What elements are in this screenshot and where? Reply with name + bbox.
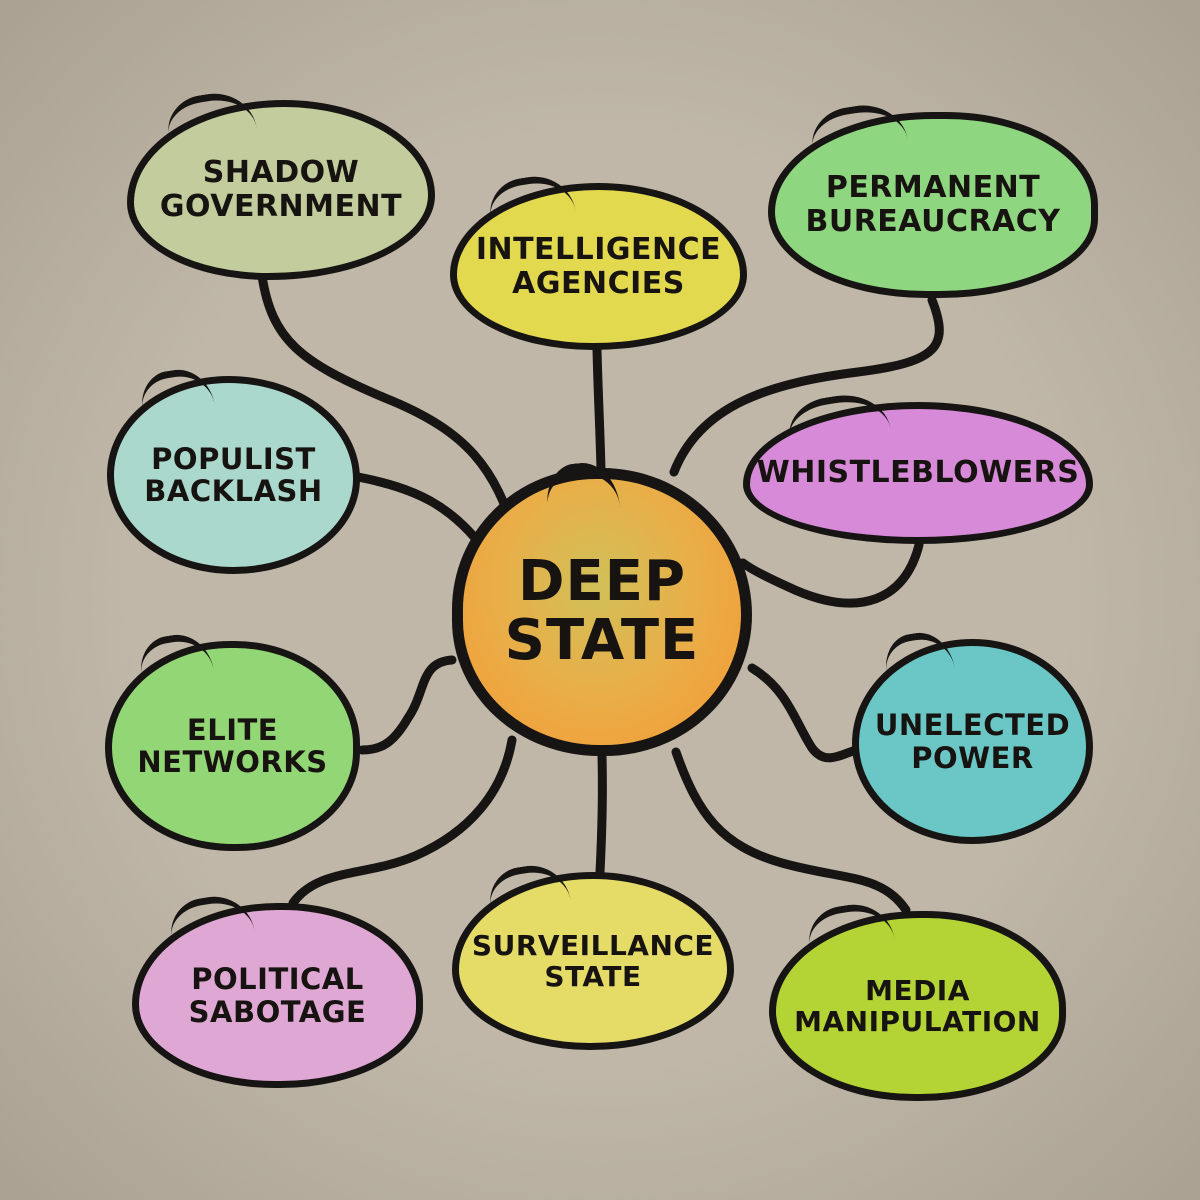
node-media-manipulation: MEDIA MANIPULATION [769, 911, 1066, 1101]
node-label: UNELECTED [874, 708, 1071, 743]
node-label: MANIPULATION [794, 1005, 1041, 1038]
node-label: STATE [544, 960, 642, 993]
node-shadow-government: SHADOW GOVERNMENT [127, 100, 435, 280]
node-political-sabotage: POLITICAL SABOTAGE [132, 903, 423, 1088]
node-label: BUREAUCRACY [805, 204, 1061, 239]
center-label: STATE [504, 608, 700, 673]
node-label: POLITICAL [191, 962, 364, 997]
node-label: SABOTAGE [188, 994, 367, 1029]
node-label: POWER [911, 740, 1034, 775]
node-populist-backlash: POPULIST BACKLASH [107, 376, 360, 574]
node-elite-networks: ELITE NETWORKS [105, 641, 360, 851]
node-label: MEDIA [865, 973, 970, 1007]
connector-intelligence-agencies [592, 345, 606, 475]
node-label: ELITE [186, 712, 279, 747]
node-label: GOVERNMENT [159, 189, 403, 224]
node-label: PERMANENT [825, 170, 1041, 206]
node-label: WHISTLEBLOWERS [756, 455, 1080, 491]
node-label: POPULIST [151, 441, 316, 476]
node-label: INTELLIGENCE [475, 231, 722, 267]
node-deep-state: DEEP STATE [452, 468, 752, 756]
node-label: BACKLASH [144, 474, 323, 508]
connector-unelected-power [747, 663, 858, 763]
connector-elite-networks [357, 655, 457, 755]
center-label: DEEP [517, 549, 687, 615]
node-label: SHADOW [202, 155, 360, 191]
node-label: AGENCIES [512, 265, 685, 301]
node-unelected-power: UNELECTED POWER [852, 639, 1093, 844]
node-label: SURVEILLANCE [471, 928, 715, 962]
node-permanent-bureaucracy: PERMANENT BUREAUCRACY [768, 112, 1098, 298]
connector-surveillance-state [595, 751, 607, 877]
connector-populist-backlash [353, 472, 492, 558]
connector-whistleblowers [738, 540, 924, 608]
node-label: NETWORKS [137, 745, 328, 779]
